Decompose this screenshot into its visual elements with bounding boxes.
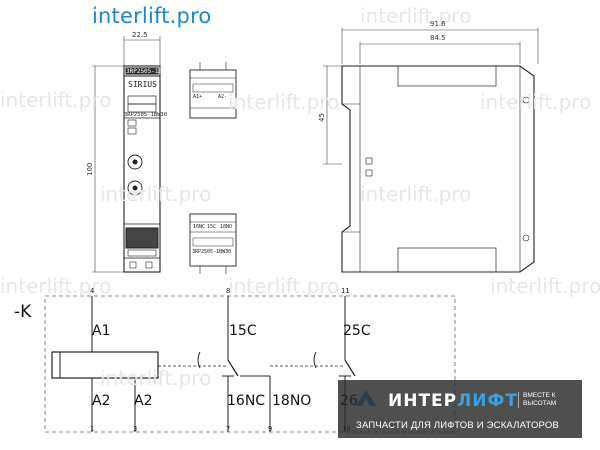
- front-view: [92, 36, 161, 273]
- brand-banner: ИНТЕРЛИФТ ВМЕСТЕ К ВЫСОТАМ ЗАПЧАСТИ ДЛЯ …: [338, 380, 582, 438]
- terminal-top-a2: A2-: [218, 94, 228, 100]
- dim-side-total: 91.6: [430, 20, 446, 28]
- coil-terminal-a2-right: A2: [134, 393, 153, 409]
- terminal-number-8: 8: [226, 287, 231, 295]
- terminal-number-7: 7: [226, 425, 231, 433]
- contact-16nc: 16NC: [227, 393, 266, 409]
- dim-front-width: 22.5: [132, 31, 148, 39]
- contact-25c: 25C: [343, 323, 371, 339]
- watermark-2: interlift.pro: [0, 88, 112, 112]
- contact-18no: 18NO: [272, 393, 312, 409]
- contact-15c: 15C: [229, 323, 257, 339]
- terminal-number-9: 9: [268, 425, 273, 433]
- device-brand-label: SIRIUS: [128, 80, 157, 89]
- terminal-bottom-model: 3RP2505-1BW30: [192, 249, 232, 255]
- relay-designator: -K: [14, 302, 32, 322]
- watermark-1: interlift.pro: [360, 4, 472, 28]
- watermark-4: interlift.pro: [480, 90, 592, 114]
- dim-side-height: 45: [318, 113, 326, 122]
- company-slogan: ВМЕСТЕ К ВЫСОТАМ: [518, 392, 583, 408]
- device-model-label-top: 3RP2505-1BW30: [126, 68, 173, 75]
- terminal-number-1: 1: [90, 425, 95, 433]
- watermark-9: interlift.pro: [490, 274, 600, 298]
- terminal-number-11: 11: [341, 287, 350, 295]
- terminal-top-a1: A1+: [193, 94, 203, 100]
- terminal-bottom-18no: 18NO: [220, 224, 233, 230]
- company-tagline: ЗАПЧАСТИ ДЛЯ ЛИФТОВ И ЭСКАЛАТОРОВ: [356, 420, 560, 431]
- terminal-bottom-15c: 15C: [207, 224, 217, 230]
- terminal-number-4: 4: [90, 287, 95, 295]
- terminal-block-bottom: [189, 213, 237, 274]
- device-model-label: 3RP2505-1BW30: [124, 112, 168, 118]
- watermark-3: interlift.pro: [228, 90, 340, 114]
- site-title: interlift.pro: [92, 4, 212, 28]
- coil-terminal-a2-left: A2: [92, 393, 111, 409]
- dim-side-inner: 84.5: [430, 34, 446, 42]
- watermark-5: interlift.pro: [100, 182, 212, 206]
- terminal-number-3: 3: [133, 425, 138, 433]
- terminal-block-top: [189, 62, 237, 119]
- side-view: [323, 28, 539, 273]
- watermark-10: interlift.pro: [100, 366, 212, 390]
- terminal-bottom-16nc: 16NC: [193, 224, 206, 230]
- watermark-6: interlift.pro: [360, 182, 472, 206]
- coil-terminal-a1: A1: [92, 323, 111, 339]
- company-name: ИНТЕРЛИФТ: [388, 391, 518, 411]
- watermark-8: interlift.pro: [228, 274, 340, 298]
- watermark-7: interlift.pro: [0, 274, 112, 298]
- dim-front-height: 100: [86, 162, 94, 176]
